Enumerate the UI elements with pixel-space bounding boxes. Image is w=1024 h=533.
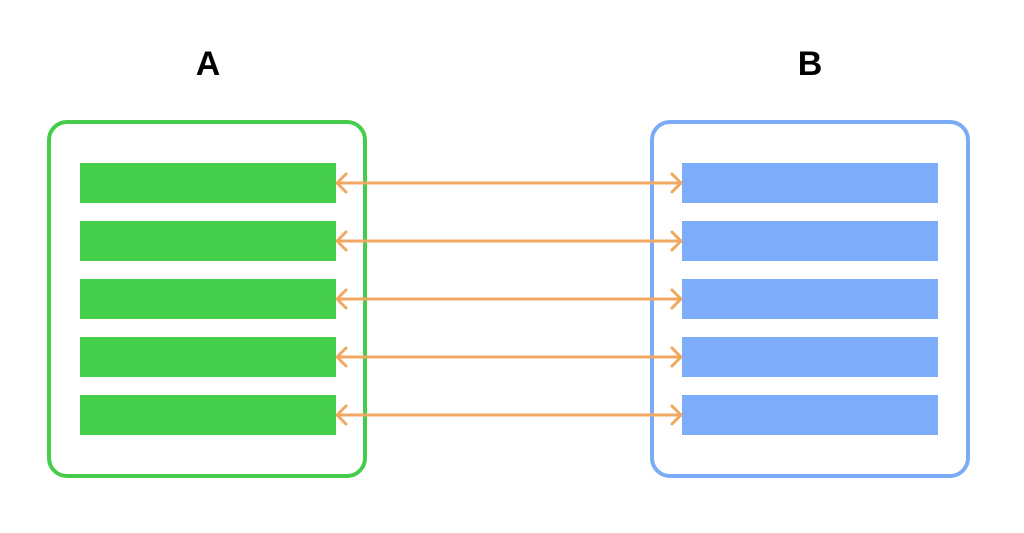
panel-a-item xyxy=(80,221,336,261)
panel-b-item xyxy=(682,163,938,203)
bidirectional-arrow xyxy=(335,172,683,194)
bidirectional-arrow xyxy=(335,346,683,368)
panel-a-item xyxy=(80,337,336,377)
panel-b-item xyxy=(682,279,938,319)
panel-b-item xyxy=(682,395,938,435)
bidirectional-arrow xyxy=(335,230,683,252)
panel-a-item xyxy=(80,163,336,203)
panel-a-label: A xyxy=(195,45,221,83)
panel-b-item xyxy=(682,337,938,377)
bidirectional-arrow xyxy=(335,404,683,426)
panel-b-item xyxy=(682,221,938,261)
panel-a-item xyxy=(80,395,336,435)
bidirectional-arrow xyxy=(335,288,683,310)
panel-b-label: B xyxy=(797,45,823,83)
panel-a-item xyxy=(80,279,336,319)
